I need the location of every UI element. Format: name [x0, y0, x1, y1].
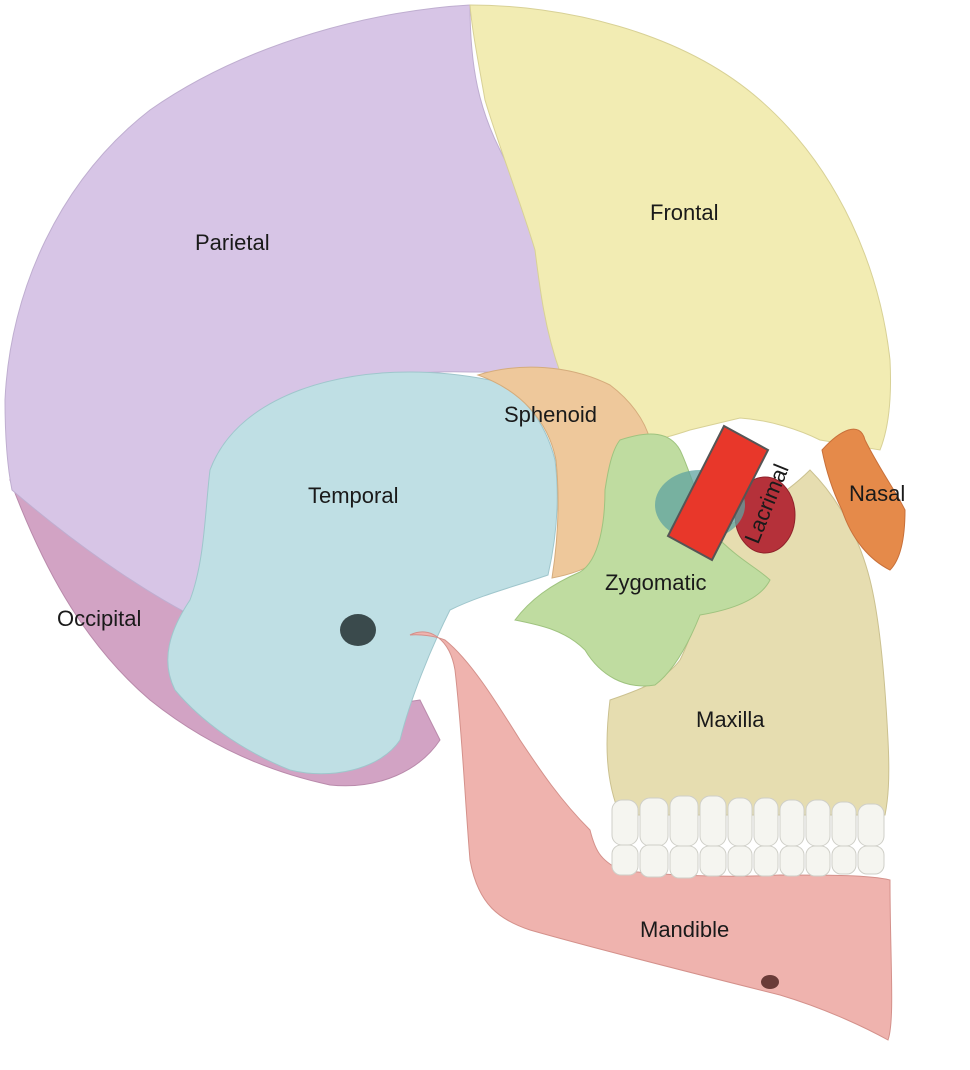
label-nasal: Nasal	[849, 481, 905, 506]
label-sphenoid: Sphenoid	[504, 402, 597, 427]
ear-canal	[340, 614, 376, 646]
highlight-rectangle	[666, 424, 770, 562]
mental-foramen	[761, 975, 779, 989]
label-temporal: Temporal	[308, 483, 398, 508]
label-maxilla: Maxilla	[696, 707, 765, 732]
maxilla-bone	[606, 469, 890, 816]
mandible-bone	[409, 631, 893, 1041]
label-occipital: Occipital	[57, 606, 141, 631]
label-parietal: Parietal	[195, 230, 270, 255]
label-zygomatic: Zygomatic	[605, 570, 706, 595]
label-frontal: Frontal	[650, 200, 718, 225]
label-mandible: Mandible	[640, 917, 729, 942]
teeth	[611, 795, 885, 879]
frontal-bone	[469, 4, 891, 451]
nasal-bone	[821, 428, 906, 571]
